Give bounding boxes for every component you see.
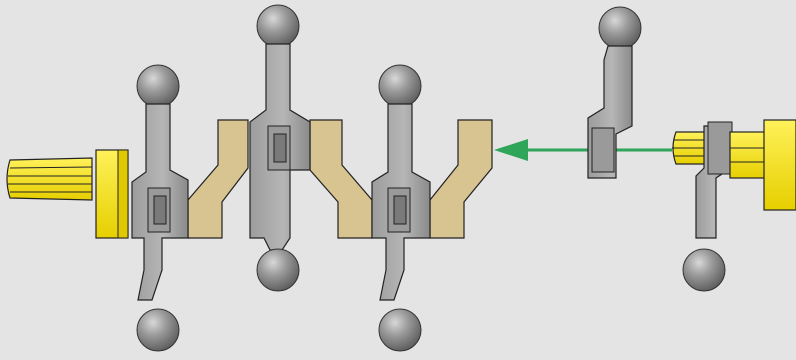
- arrow-left-icon: [494, 139, 672, 161]
- loose-crank-piece: [587, 6, 642, 179]
- bronze-web-1: [187, 119, 249, 239]
- bronze-web-2: [309, 119, 373, 239]
- steel-crank-2: [249, 4, 311, 292]
- steel-crank-1: [131, 64, 189, 352]
- brass-shaft-end-left: [6, 149, 129, 239]
- bronze-web-3: [429, 119, 493, 239]
- steel-crank-3: [371, 64, 431, 352]
- assembled-crankshaft: [6, 4, 493, 352]
- brass-end-piece-right: [672, 119, 796, 292]
